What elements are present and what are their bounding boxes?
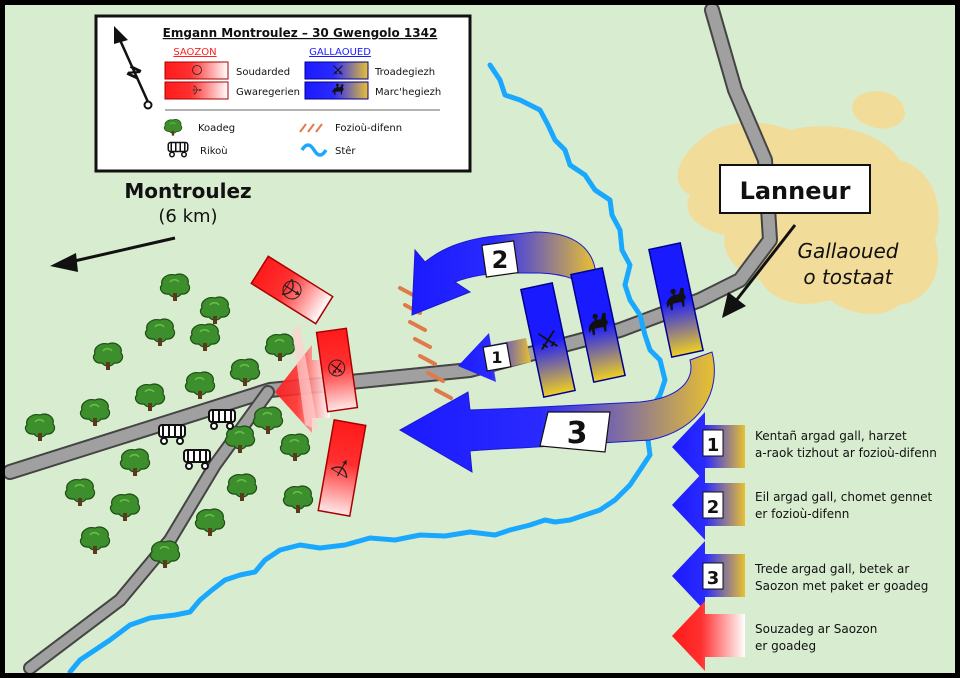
legend-troadegiezh: Troadegiezh xyxy=(374,67,435,78)
key-line1: Kentañ argad gall, harzet xyxy=(755,429,907,443)
stakes-icon xyxy=(299,123,323,133)
key-number: 3 xyxy=(707,568,720,589)
legend-infantry-swatch xyxy=(304,61,369,80)
key-line2: er fozioù-difenn xyxy=(755,507,849,521)
gallaoued-approach-line2: o tostaat xyxy=(803,265,893,289)
legend-gwaregerien: Gwaregerien xyxy=(236,87,300,98)
gallaoued-heading: GALLAOUED xyxy=(309,47,371,58)
lanneur-label: Lanneur xyxy=(740,177,851,205)
key-line1: Trede argad gall, betek ar xyxy=(754,562,909,576)
montroulez-label: Montroulez xyxy=(124,179,251,203)
key-item-2: 2 Eil argad gall, chomet gennet er fozio… xyxy=(672,470,933,540)
legend-soldier-swatch xyxy=(164,61,229,80)
key-item-4: Souzadeg ar Saozon er goadeg xyxy=(672,601,877,671)
english-soldiers xyxy=(315,327,359,413)
saozon-heading: SAOZON xyxy=(173,47,216,58)
key-item-1: 1 Kentañ argad gall, harzet a-raok tizho… xyxy=(672,412,937,482)
english-archers-south xyxy=(317,419,367,517)
english-pale-arrow xyxy=(292,325,318,430)
montroulez-distance: (6 km) xyxy=(158,206,217,227)
french-approach-arrow xyxy=(722,224,797,318)
montroulez-direction-arrow xyxy=(50,236,176,272)
legend: Emgann Montroulez – 30 Gwengolo 1342 N S… xyxy=(94,14,472,173)
legend-fiziou-difenn: Fozioù-difenn xyxy=(335,122,402,134)
key-line2: er goadeg xyxy=(755,639,816,653)
attack-number-2: 2 xyxy=(492,246,509,274)
key-line2: a-raok tizhout ar fozioù-difenn xyxy=(755,446,937,460)
french-cavalry-1 xyxy=(570,266,626,384)
key-number: 1 xyxy=(707,435,720,456)
french-cavalry-2 xyxy=(648,241,704,359)
french-attack-2: 2 xyxy=(411,231,596,316)
river xyxy=(67,62,668,675)
legend-soudarded: Soudarded xyxy=(236,67,290,78)
attack-number-1: 1 xyxy=(491,348,502,367)
french-attack-3: 3 xyxy=(398,351,715,473)
key-line2: Saozon met paket er goadeg xyxy=(755,579,928,593)
key-line1: Souzadeg ar Saozon xyxy=(755,622,877,636)
map-title: Emgann Montroulez – 30 Gwengolo 1342 xyxy=(163,26,438,40)
attack-key: 1 Kentañ argad gall, harzet a-raok tizho… xyxy=(672,412,937,671)
legend-archer-swatch xyxy=(164,81,229,100)
river-icon xyxy=(300,143,328,157)
legend-rikou: Rikoù xyxy=(200,145,228,157)
legend-koadeg: Koadeg xyxy=(198,123,235,134)
key-item-3: 3 Trede argad gall, betek ar Saozon met … xyxy=(672,541,928,611)
legend-marchegiezh: Marc'hegiezh xyxy=(375,87,441,98)
english-archers-north xyxy=(250,255,334,325)
legend-ster: Stêr xyxy=(335,145,356,157)
lanneur-label-box xyxy=(719,164,871,214)
key-number: 2 xyxy=(707,497,720,518)
french-attack-1: 1 xyxy=(458,333,531,382)
key-line1: Eil argad gall, chomet gennet xyxy=(755,490,933,504)
french-infantry xyxy=(520,281,576,399)
attack-number-3: 3 xyxy=(567,416,588,451)
lanneur-town-area-north xyxy=(852,91,905,129)
gallaoued-approach-line1: Gallaoued xyxy=(797,239,898,263)
